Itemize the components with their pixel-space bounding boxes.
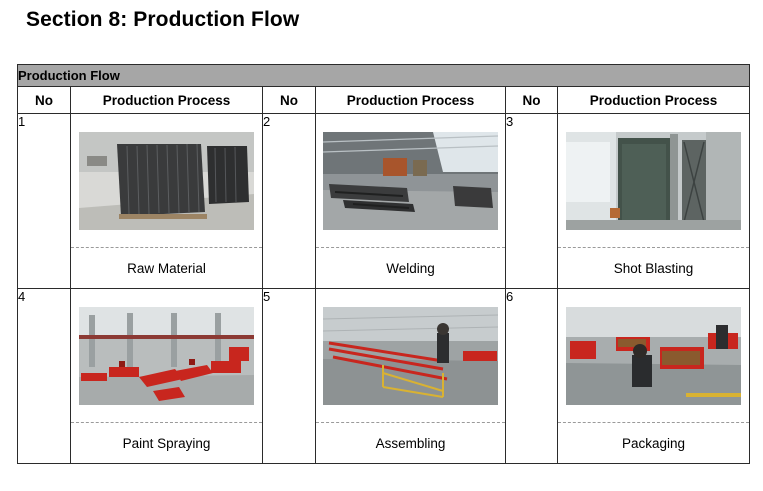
table-caption-row: Production Flow	[16, 64, 751, 87]
section-title: Section 8: Production Flow	[26, 8, 300, 31]
process-cell: Raw Material	[70, 113, 263, 289]
packaging-photo	[566, 306, 742, 405]
process-cell: Assembling	[315, 288, 506, 464]
process-label: Raw Material	[127, 260, 206, 276]
process-cell: Packaging	[556, 288, 751, 464]
process-cell: Paint Spraying	[70, 288, 263, 464]
step-number: 6	[505, 288, 558, 464]
header-no: No	[17, 86, 71, 114]
header-no: No	[262, 86, 316, 114]
table-header-row: No Production Process No Production Proc…	[17, 86, 751, 114]
production-flow-table: Production Flow No Production Process No…	[16, 64, 751, 464]
header-process: Production Process	[315, 86, 506, 114]
process-cell: Shot Blasting	[556, 113, 751, 289]
paint-spraying-photo	[79, 306, 254, 405]
table-caption: Production Flow	[16, 64, 751, 87]
shot-blasting-photo	[566, 131, 742, 230]
process-label: Packaging	[622, 435, 686, 451]
header-no: No	[505, 86, 558, 114]
header-process: Production Process	[70, 86, 263, 114]
welding-photo	[323, 131, 498, 230]
raw-material-photo	[79, 131, 254, 230]
table-row: 4	[17, 288, 751, 464]
header-process: Production Process	[556, 86, 751, 114]
process-label: Paint Spraying	[122, 435, 211, 451]
process-label: Welding	[386, 260, 435, 276]
step-number: 1	[17, 113, 71, 289]
process-cell: Welding	[315, 113, 506, 289]
step-number: 3	[505, 113, 558, 289]
step-number: 5	[262, 288, 316, 464]
step-number: 4	[17, 288, 71, 464]
step-number: 2	[262, 113, 316, 289]
process-label: Shot Blasting	[613, 260, 694, 276]
table-row: 1	[17, 113, 751, 289]
process-label: Assembling	[375, 435, 446, 451]
assembling-photo	[323, 306, 498, 405]
